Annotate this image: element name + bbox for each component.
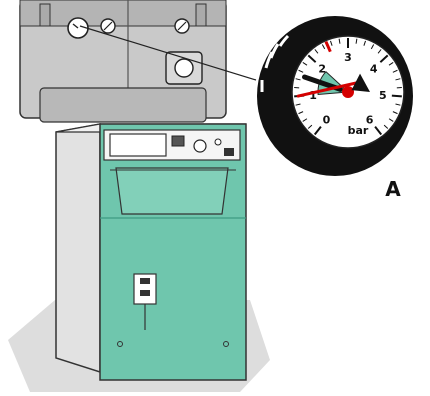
housing-top-band	[20, 0, 226, 26]
callout-letter: A	[385, 177, 401, 201]
gauge-scale-label: 5	[379, 89, 387, 102]
display-panel-icon	[110, 134, 166, 156]
gauge-scale-label: 3	[344, 51, 352, 64]
boiler-side-panel	[56, 124, 100, 372]
pipe-right	[196, 4, 206, 26]
boiler-body	[56, 124, 246, 380]
boiler-front-panel	[100, 124, 246, 380]
control-button-icon	[224, 148, 234, 156]
gauge-needle-hub	[342, 86, 354, 98]
control-knob-icon	[194, 140, 206, 152]
gauge-unit-label: bar	[348, 124, 369, 137]
control-switch-icon	[172, 136, 184, 146]
pipe-left	[40, 4, 50, 26]
drain-valve-body	[140, 290, 150, 296]
gauge-scale-label: 4	[370, 62, 378, 75]
front-cover	[116, 168, 228, 214]
gauge-scale-label: 2	[318, 62, 326, 75]
pump-rotor-icon	[175, 59, 193, 77]
control-led-icon	[215, 139, 221, 145]
gauge-scale-label: 0	[323, 114, 331, 127]
housing-bottom-ledge	[40, 88, 206, 122]
gauge-major-tick	[392, 96, 402, 97]
drain-valve-handle	[140, 278, 150, 284]
